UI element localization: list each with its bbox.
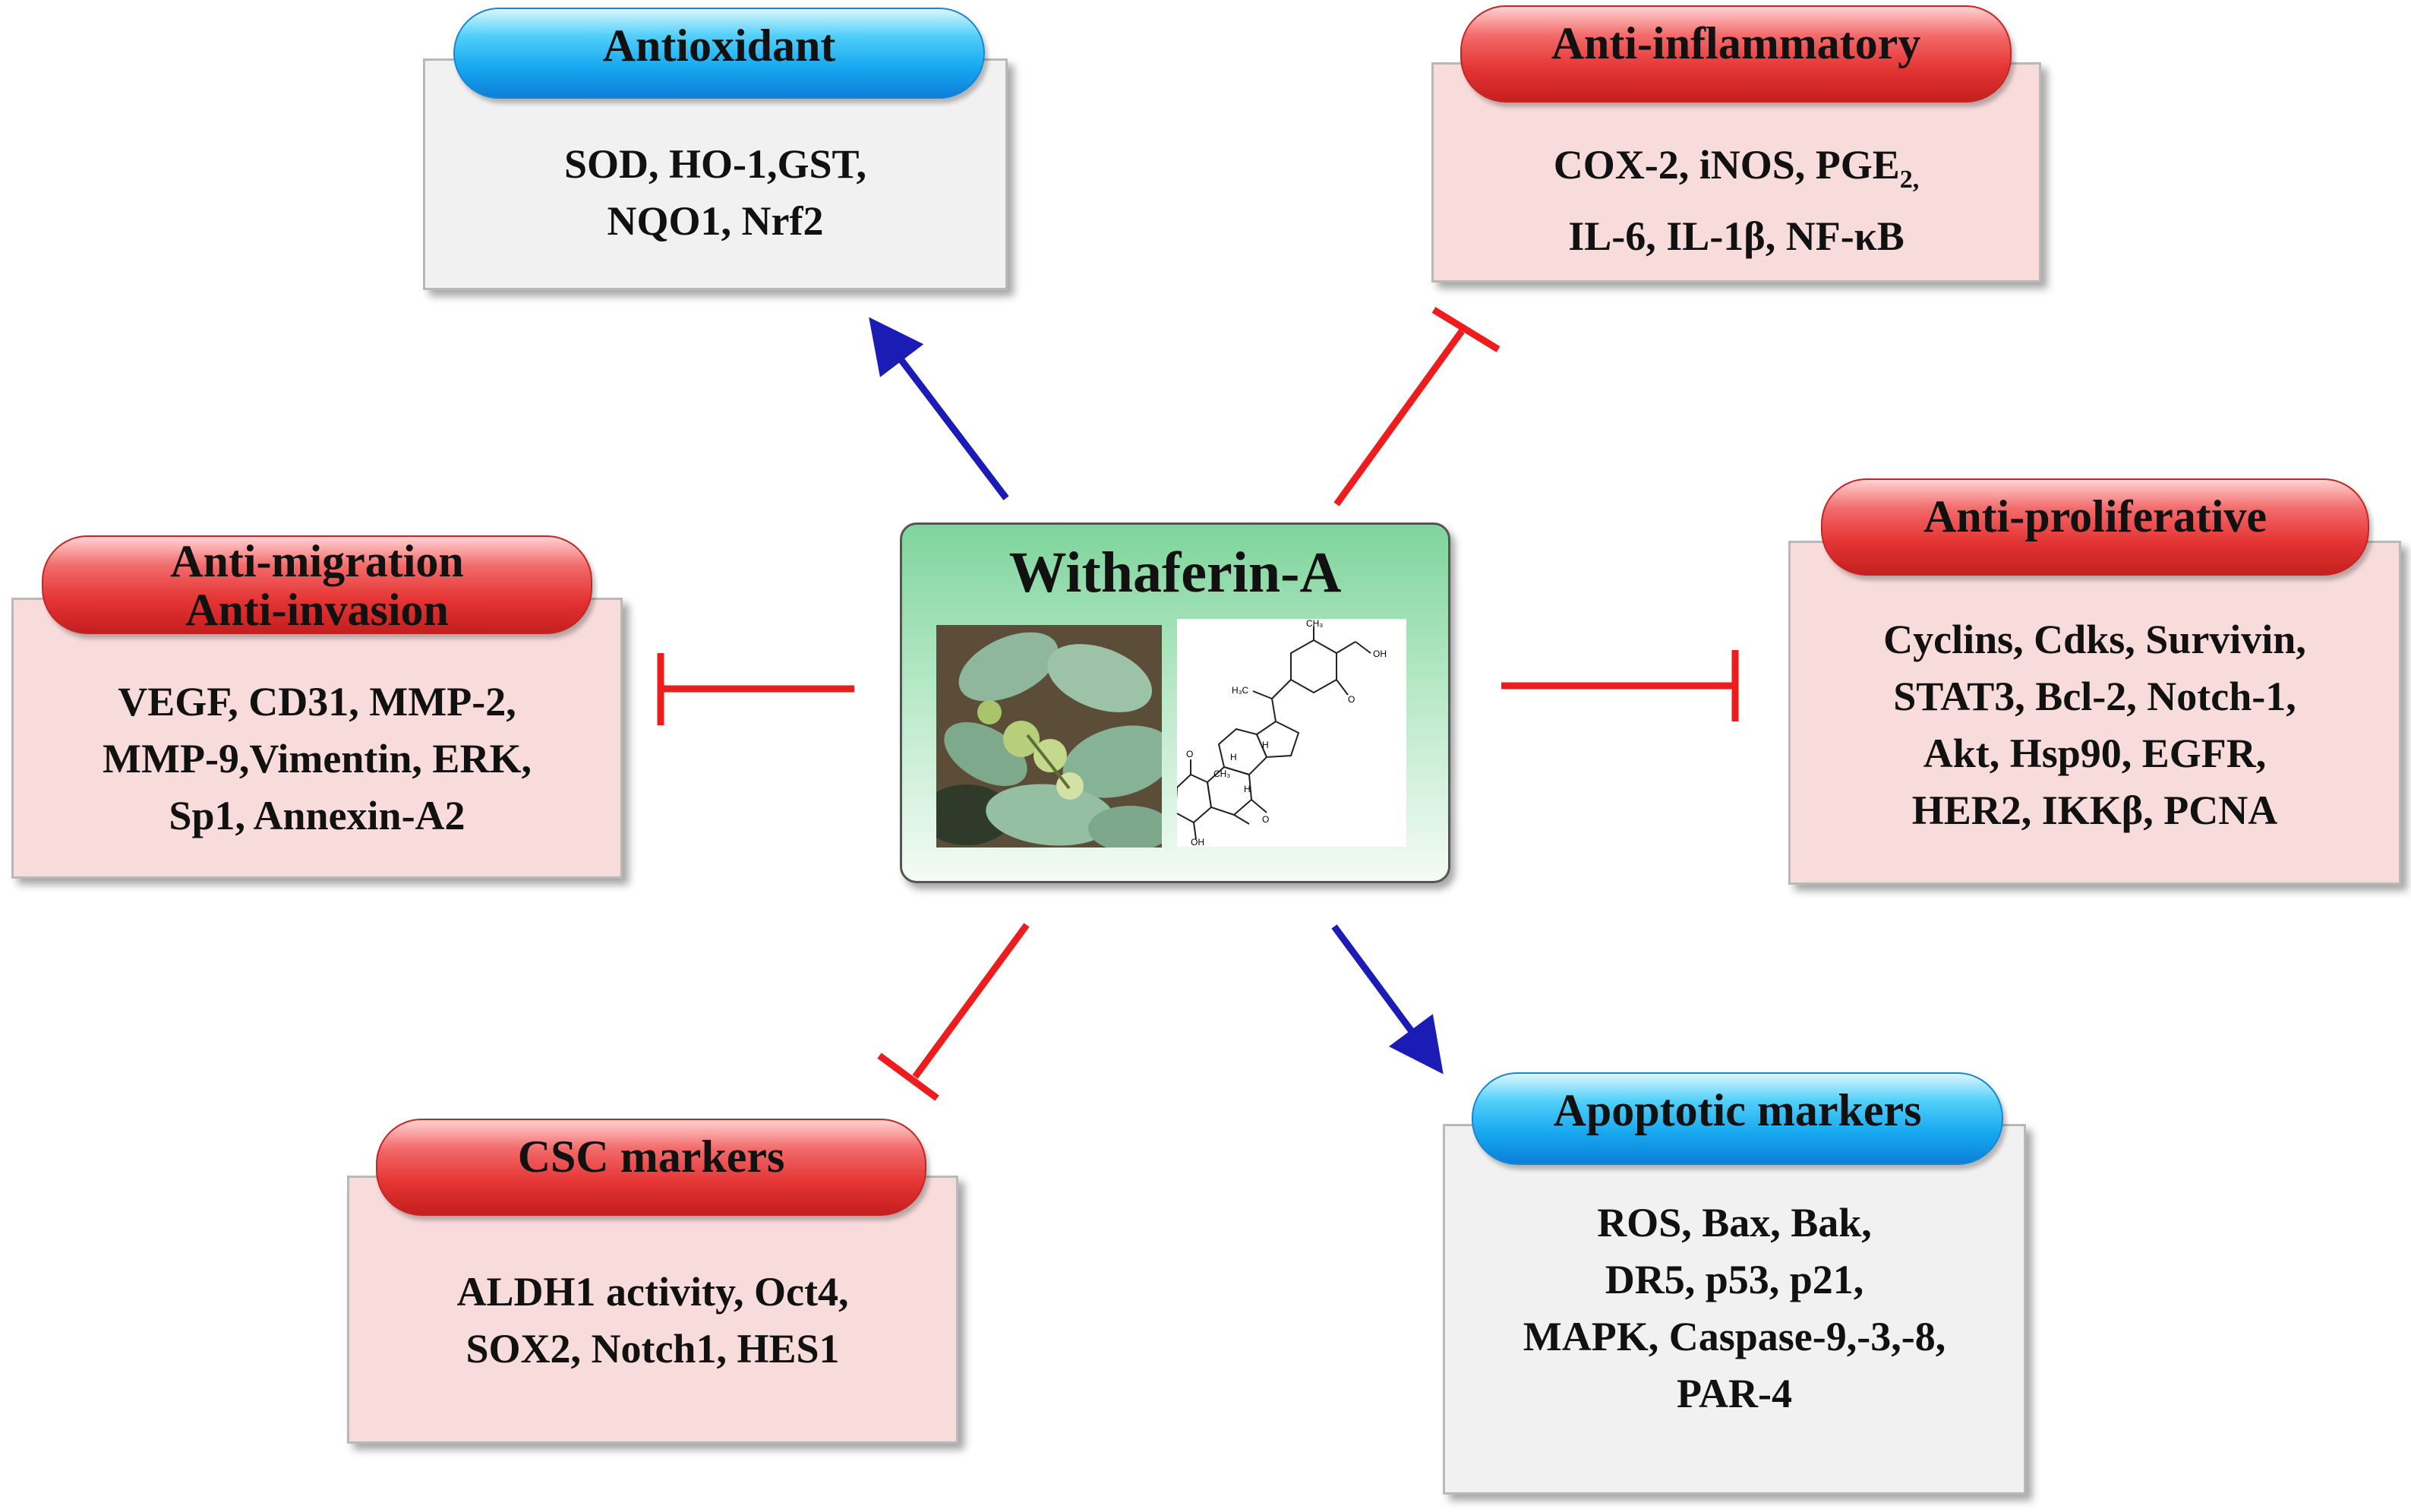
struct-label-oh-bottom: OH [1191, 837, 1204, 847]
anti-migration-label: Anti-migration Anti-invasion [42, 535, 592, 634]
withaferin-a-title: Withaferin-A [1008, 541, 1342, 604]
inhibitor-to-anti-proliferative [1501, 650, 1739, 721]
struct-label-h3c: H₃C [1232, 685, 1249, 696]
apoptotic-markers-line-1: ROS, Bax, Bak, [1597, 1200, 1872, 1245]
anti-migration-label-line-1: Anti-migration [170, 536, 464, 586]
csc-markers-line-2: SOX2, Notch1, HES1 [465, 1326, 840, 1372]
anti-inflammatory-label-text: Anti-inflammatory [1551, 18, 1921, 68]
arrow-to-antioxidant [869, 317, 1009, 500]
antioxidant-label: Antioxidant [453, 8, 985, 99]
anti-migration-line-1: VEGF, CD31, MMP-2, [118, 679, 516, 724]
inhibitor-to-csc-markers [877, 923, 1030, 1101]
struct-label-h-1: H [1262, 740, 1269, 750]
withaferin-a-structure-icon: CH₃ OH O H₃C CH₃ H H H O OH O [1177, 619, 1406, 847]
anti-migration-label-line-2: Anti-invasion [185, 585, 449, 635]
anti-migration-line-2: MMP-9,Vimentin, ERK, [103, 736, 532, 781]
anti-proliferative-line-1: Cyclins, Cdks, Survivin, [1883, 617, 2306, 662]
apoptotic-markers-line-2: DR5, p53, p21, [1605, 1257, 1864, 1302]
apoptotic-markers-label: Apoptotic markers [1472, 1072, 2003, 1165]
anti-proliferative-label: Anti-proliferative [1821, 478, 2369, 576]
anti-inflammatory-line-1: COX-2, iNOS, PGE2, [1553, 142, 1920, 194]
anti-proliferative-line-4: HER2, IKKβ, PCNA [1911, 788, 2278, 833]
apoptotic-markers-box: ROS, Bax, Bak, DR5, p53, p21, MAPK, Casp… [1443, 1124, 2026, 1495]
apoptotic-markers-line-3: MAPK, Caspase-9,-3,-8, [1523, 1314, 1946, 1359]
apoptotic-markers-line-4: PAR-4 [1677, 1371, 1792, 1416]
csc-markers-label: CSC markers [376, 1119, 926, 1216]
csc-markers-box: ALDH1 activity, Oct4, SOX2, Notch1, HES1 [347, 1176, 958, 1444]
anti-proliferative-line-2: STAT3, Bcl-2, Notch-1, [1893, 674, 2296, 719]
anti-migration-box: VEGF, CD31, MMP-2, MMP-9,Vimentin, ERK, … [11, 598, 623, 879]
anti-proliferative-label-text: Anti-proliferative [1923, 491, 2267, 541]
inhibitor-to-anti-migration [657, 653, 854, 725]
csc-markers-line-1: ALDH1 activity, Oct4, [456, 1269, 849, 1315]
struct-label-ch3-mid: CH₃ [1213, 769, 1230, 779]
antioxidant-line-1: SOD, HO-1,GST, [563, 141, 867, 187]
anti-migration-line-3: Sp1, Annexin-A2 [169, 793, 465, 838]
struct-label-ch3-top: CH₃ [1306, 619, 1323, 629]
inhibitor-to-anti-inflammatory [1333, 307, 1501, 507]
antioxidant-line-2: NQO1, Nrf2 [607, 198, 824, 244]
anti-proliferative-box: Cyclins, Cdks, Survivin, STAT3, Bcl-2, N… [1788, 541, 2401, 885]
csc-markers-label-text: CSC markers [517, 1132, 785, 1182]
withaferin-a-card: Withaferin-A [900, 522, 1450, 883]
anti-inflammatory-label: Anti-inflammatory [1460, 5, 2012, 103]
antioxidant-label-text: Antioxidant [602, 21, 836, 71]
struct-label-h-3: H [1230, 752, 1237, 762]
anti-proliferative-line-3: Akt, Hsp90, EGFR, [1923, 731, 2267, 776]
withania-plant-photo-icon [936, 625, 1162, 848]
arrow-to-apoptotic-markers [1331, 924, 1444, 1075]
struct-label-oh-top: OH [1373, 649, 1387, 659]
apoptotic-markers-label-text: Apoptotic markers [1553, 1085, 1922, 1135]
struct-label-o-epoxide: O [1262, 814, 1269, 825]
struct-label-o-ketone: O [1186, 749, 1193, 759]
struct-label-o-lactone: O [1348, 694, 1355, 705]
struct-label-h-2: H [1244, 784, 1251, 794]
anti-inflammatory-line-2: IL-6, IL-1β, NF-κB [1568, 213, 1905, 259]
